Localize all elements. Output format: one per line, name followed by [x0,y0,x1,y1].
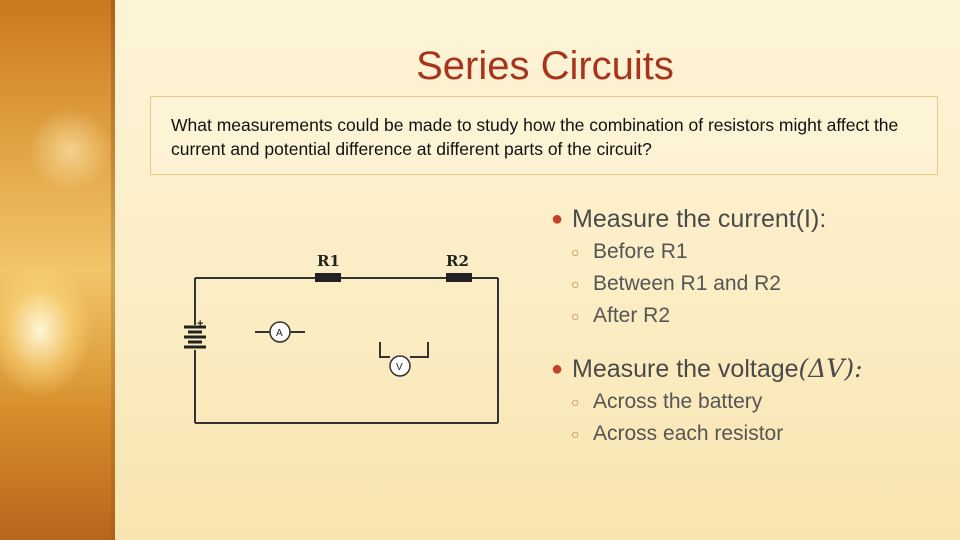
list-item: ○ After R2 [545,300,945,332]
sub-bullet-ring-icon: ○ [571,426,580,442]
resistor-r1 [315,273,341,282]
sub-bullet-ring-icon: ○ [571,394,580,410]
list-item: ○ Between R1 and R2 [545,268,945,300]
delta-v-math: (ΔV): [798,354,863,383]
voltmeter-symbol [389,355,411,377]
list-item: ○ Across the battery [545,386,945,418]
bullet-dot-icon: ● [551,358,564,380]
ammeter-label: A [276,328,283,339]
voltmeter-label: V [396,362,403,373]
bullet-current: ● Measure the current(I): [545,202,945,236]
battery-plus-label: + [197,318,203,330]
measurement-bullets: ● Measure the current(I): ○ Before R1 ○ … [545,202,945,450]
bullet-current-heading: Measure the current(I): [572,205,827,233]
r2-label: R2 [446,252,469,270]
sub-bullet-ring-icon: ○ [571,244,580,260]
question-box: What measurements could be made to study… [150,96,938,175]
bullet-voltage: ● Measure the voltage(ΔV): [545,352,945,386]
ammeter-symbol [269,321,291,343]
question-text: What measurements could be made to study… [171,115,899,159]
decorative-lightbulb-strip [0,0,115,540]
battery-symbol [184,325,206,349]
bullet-voltage-heading: Measure the voltage [572,355,799,383]
r1-label: R1 [317,252,340,270]
slide-title: Series Circuits [416,44,674,88]
slide-background [115,0,960,540]
sub-bullet-ring-icon: ○ [571,308,580,324]
sub-bullet-ring-icon: ○ [571,276,580,292]
list-item: ○ Across each resistor [545,418,945,450]
list-item: ○ Before R1 [545,236,945,268]
circuit-diagram: R1 R2 + A V [184,252,499,424]
bullet-dot-icon: ● [551,208,564,230]
resistor-r2 [446,273,472,282]
